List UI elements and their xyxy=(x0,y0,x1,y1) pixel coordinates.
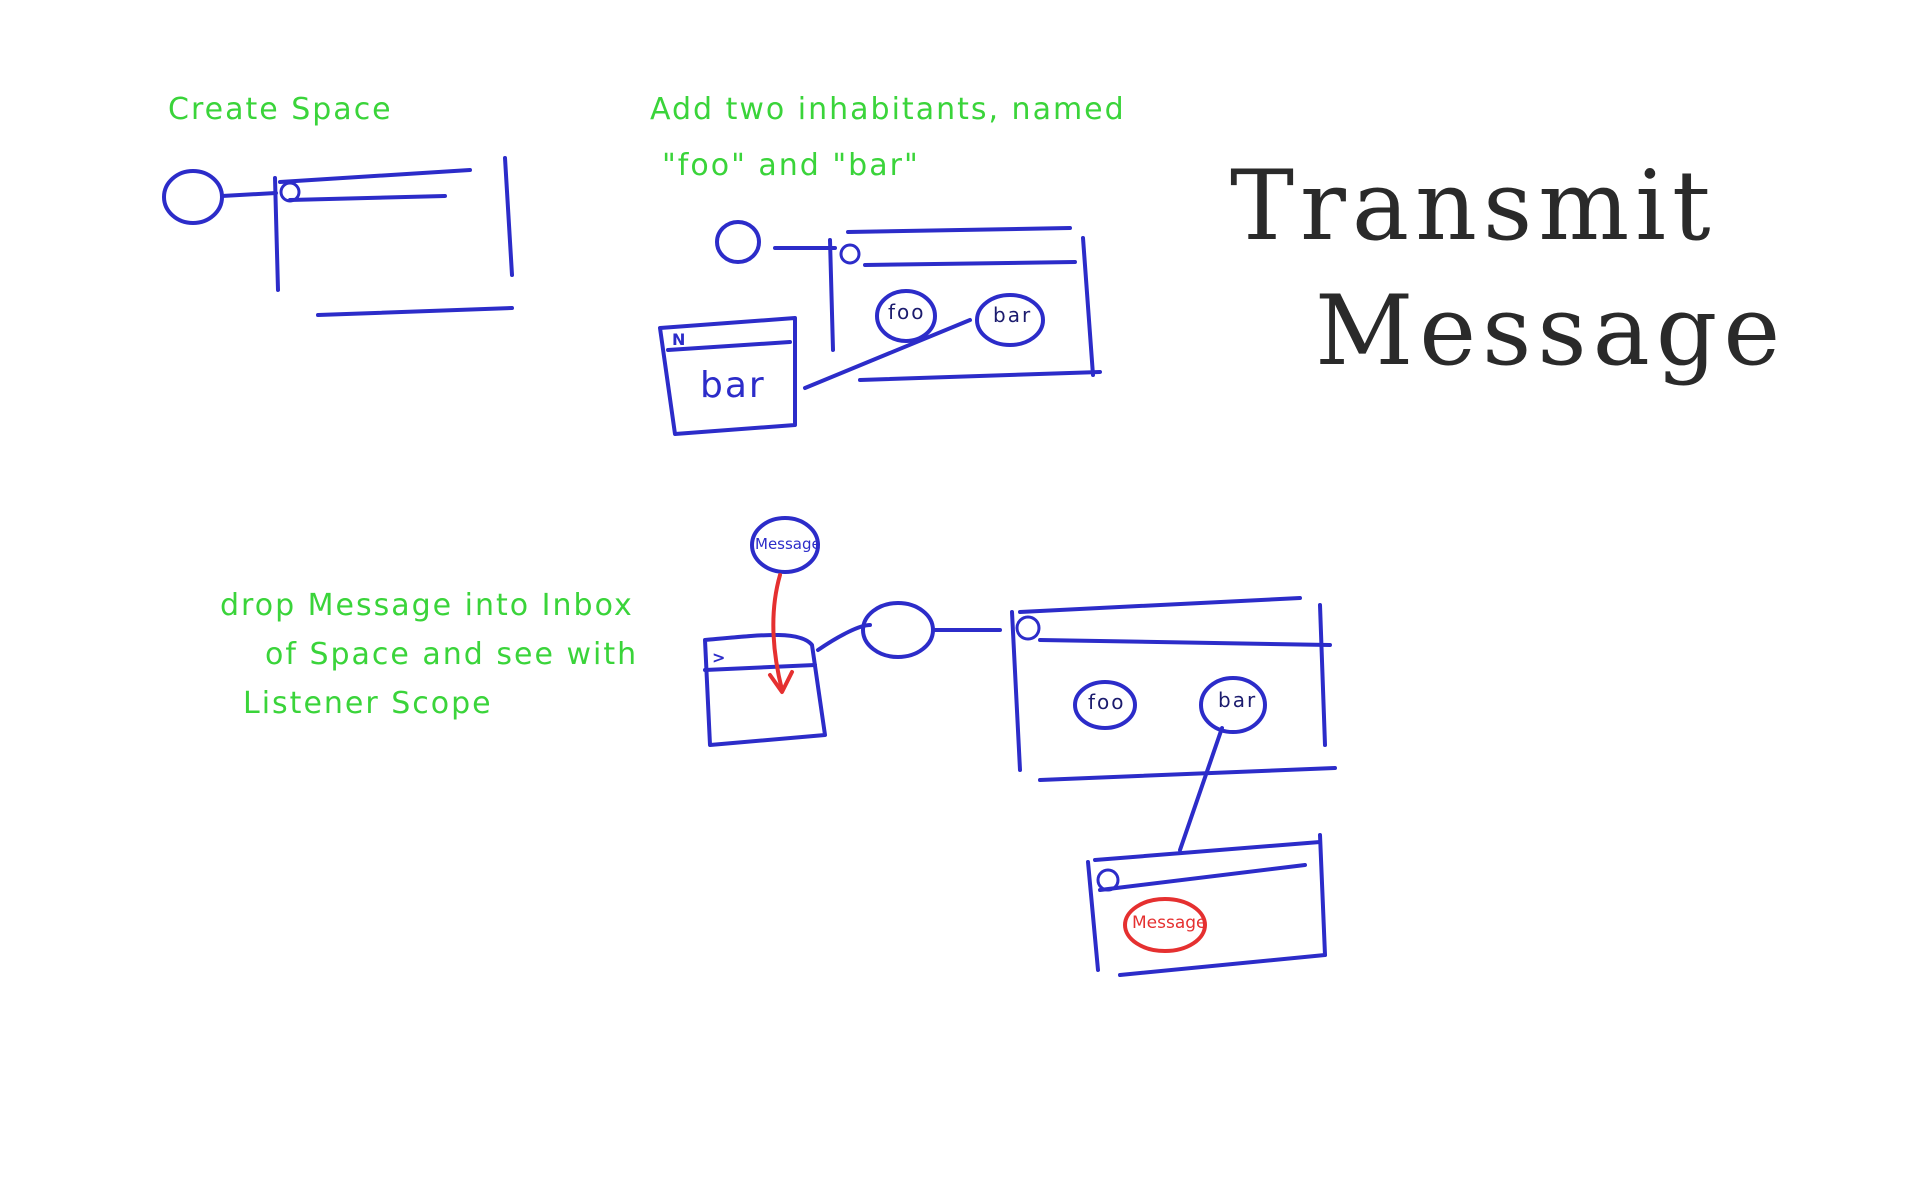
inhabitant-foo-circle xyxy=(875,289,937,343)
note-drop-message-line1: drop Message into Inbox xyxy=(220,588,634,623)
space-window-bottom-edge-3 xyxy=(1038,766,1337,782)
space-window-bottom-edge xyxy=(316,306,514,317)
space-sketch-3 xyxy=(703,516,1337,977)
page-title-line1: Transmit xyxy=(1230,150,1717,262)
space-window-left-edge-2 xyxy=(828,238,835,352)
received-message-label: Message xyxy=(1132,913,1207,933)
space-window-right-edge-3 xyxy=(1318,603,1327,747)
space-sketch-1 xyxy=(162,156,514,317)
bar-window-frame xyxy=(658,316,797,436)
space-window-right-edge xyxy=(503,156,514,277)
window-close-icon-4 xyxy=(1096,868,1120,892)
inhabitant-bar-circle-3 xyxy=(1199,676,1267,734)
window-close-icon-2 xyxy=(839,243,861,265)
note-add-inhabitants-line1: Add two inhabitants, named xyxy=(650,92,1126,127)
space-window-top-edge-2 xyxy=(846,226,1072,234)
space-window-left-edge-3 xyxy=(1010,610,1022,772)
inbox-icon: > xyxy=(712,648,728,667)
listener-window-right-edge xyxy=(1318,833,1327,957)
bottom-bar-label: bar xyxy=(1218,688,1258,712)
inbox-window-frame xyxy=(703,633,827,747)
bar-window-label: bar xyxy=(700,365,766,406)
bottom-foo-label: foo xyxy=(1088,690,1126,714)
message-node xyxy=(750,516,820,574)
message-node-label: Message xyxy=(755,535,821,553)
listener-window-title-edge xyxy=(1098,863,1307,892)
note-drop-message-line3: Listener Scope xyxy=(243,686,493,721)
space-window-right-edge-2 xyxy=(1081,236,1095,377)
listener-window-top-edge xyxy=(1093,840,1322,862)
drop-arrow xyxy=(771,573,784,692)
inbox-to-node-line xyxy=(816,623,872,652)
note-add-inhabitants-line2: "foo" and "bar" xyxy=(662,148,920,183)
window-close-icon-3 xyxy=(1015,615,1041,641)
inhabitant-bar-circle xyxy=(975,293,1045,347)
space-window-left-edge xyxy=(273,176,280,292)
connector-line xyxy=(220,191,278,198)
bar-to-window-line xyxy=(803,318,972,390)
space-node-circle-2 xyxy=(715,220,761,264)
note-drop-message-line2: of Space and see with xyxy=(265,637,639,672)
space-node-circle-3 xyxy=(861,601,935,659)
bar-label: bar xyxy=(993,303,1033,327)
drop-arrow-head xyxy=(768,670,794,694)
listener-window-bottom-edge xyxy=(1118,953,1327,977)
space-window-top-edge xyxy=(278,168,472,184)
bar-window-title-edge xyxy=(666,340,792,352)
listener-window-left-edge xyxy=(1086,860,1100,972)
received-message-circle xyxy=(1123,897,1207,953)
note-create-space: Create Space xyxy=(168,92,393,127)
inhabitant-foo-circle-3 xyxy=(1073,680,1137,730)
space-sketch-2 xyxy=(658,220,1102,436)
space-window-title-edge-2 xyxy=(863,260,1077,267)
window-close-icon xyxy=(279,181,301,203)
page-title-line2: Message xyxy=(1315,275,1787,387)
bar-to-listener-line xyxy=(1178,726,1224,852)
space-window-title-edge-3 xyxy=(1038,638,1332,647)
space-window-bottom-edge-2 xyxy=(858,370,1102,382)
inbox-title-edge xyxy=(703,663,817,672)
space-node-circle xyxy=(162,169,224,225)
bar-window-icon: N xyxy=(672,330,688,349)
space-window-title-edge xyxy=(288,194,447,202)
foo-label: foo xyxy=(888,300,926,324)
space-window-top-edge-3 xyxy=(1018,596,1302,614)
